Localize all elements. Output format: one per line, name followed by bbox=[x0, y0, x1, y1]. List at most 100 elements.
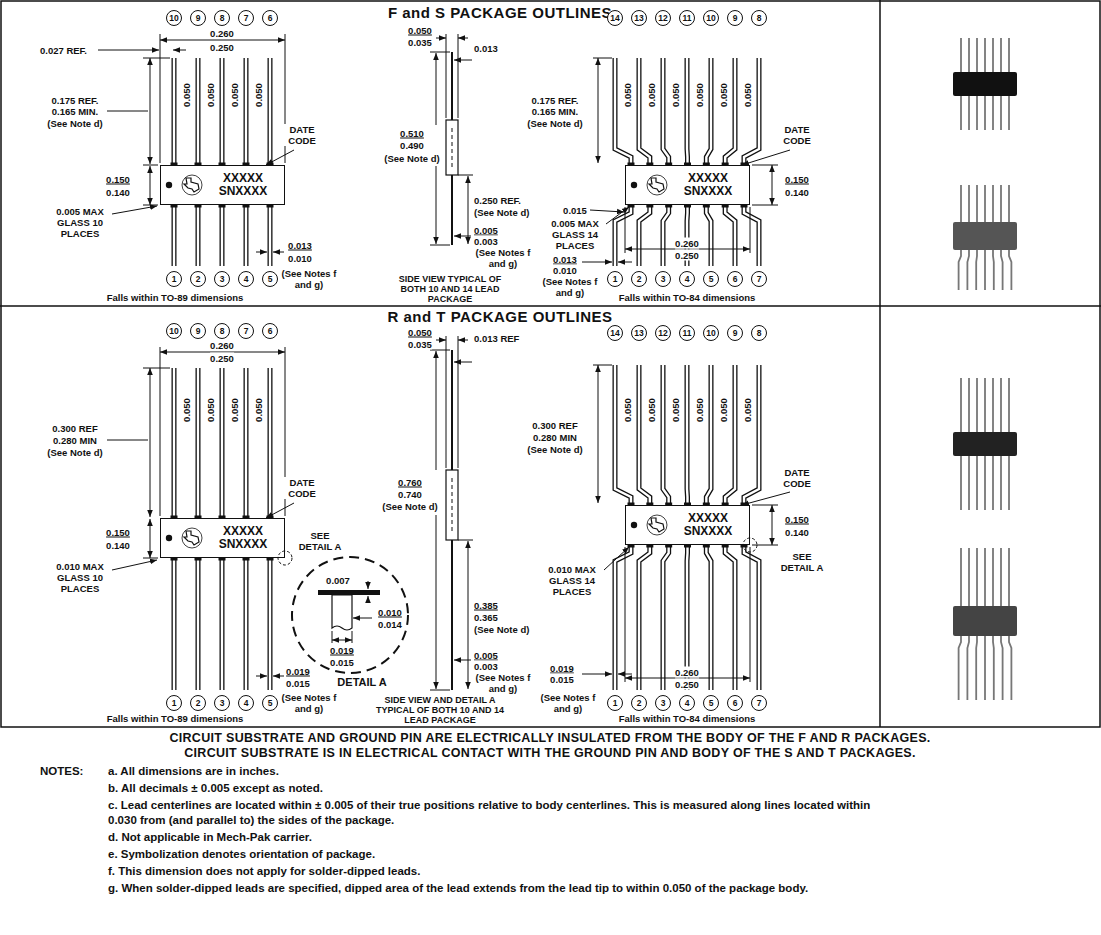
lead-outline bbox=[639, 365, 650, 505]
lead-fill bbox=[706, 58, 711, 165]
pin-number: 7 bbox=[238, 323, 254, 339]
dimension-label: 0.250 bbox=[210, 353, 234, 364]
extension-line bbox=[752, 205, 778, 206]
dimension-arrow bbox=[436, 351, 437, 470]
photo-lead bbox=[992, 636, 995, 700]
photo-lead bbox=[976, 96, 978, 130]
dimension-label: 0.007 bbox=[326, 575, 350, 586]
lead-fill bbox=[269, 368, 271, 518]
lead-fill bbox=[615, 58, 631, 165]
dimension-line bbox=[468, 176, 469, 244]
glass-seal bbox=[219, 205, 226, 208]
lead-fill bbox=[197, 558, 199, 690]
dimension-arrow bbox=[454, 236, 471, 237]
dimension-label: 0.050 bbox=[742, 398, 753, 422]
lead-outline bbox=[220, 205, 225, 266]
lead-outline bbox=[220, 58, 225, 165]
dimension-label: 0.365 bbox=[474, 612, 498, 623]
note-text: f. This dimension does not apply for sol… bbox=[108, 864, 888, 879]
dimension-arrow bbox=[436, 340, 446, 341]
dimension-line bbox=[160, 40, 285, 41]
lead-outline bbox=[196, 558, 201, 690]
dimension-label: 0.010 bbox=[378, 607, 402, 618]
dimension-label: 0.150 bbox=[106, 527, 130, 538]
lead-fill bbox=[686, 365, 689, 505]
dimension-label: 0.005 bbox=[474, 650, 498, 661]
extension-line bbox=[750, 207, 751, 253]
dimension-label: 0.010 bbox=[288, 253, 312, 264]
note-text: a. All dimensions are in inches. bbox=[108, 764, 888, 779]
glass-seal bbox=[665, 545, 672, 548]
lead-outline bbox=[196, 58, 201, 165]
dimension-label: 0.050 bbox=[408, 25, 432, 36]
callout-label: 0.010 MAX GLASS 14 PLACES bbox=[543, 564, 601, 597]
extension-line bbox=[458, 336, 459, 468]
dimension-label: 0.050 bbox=[205, 398, 216, 422]
dimension-line bbox=[772, 165, 773, 205]
extension-line bbox=[752, 505, 778, 506]
photo-lead bbox=[959, 636, 961, 700]
pin-number: 9 bbox=[190, 10, 206, 26]
photo-lead bbox=[960, 378, 962, 432]
glass-seal bbox=[243, 205, 250, 208]
photo-body bbox=[953, 606, 1017, 636]
dimension-line bbox=[598, 365, 599, 503]
dimension-arrow bbox=[458, 38, 468, 39]
callout-label: (See Notes f and g) bbox=[474, 672, 532, 694]
dimension-label: 0.050 bbox=[694, 83, 705, 107]
dimension-label: 0.015 bbox=[563, 205, 587, 216]
pin-number: 13 bbox=[631, 325, 647, 341]
side-body bbox=[446, 120, 458, 175]
pin-number: 8 bbox=[751, 10, 767, 26]
glass-seal bbox=[171, 205, 178, 208]
photo-lead bbox=[959, 250, 961, 290]
callout-label: 0.010 MAX GLASS 10 PLACES bbox=[51, 561, 109, 594]
dimension-arrow bbox=[112, 560, 157, 570]
lead-fill bbox=[706, 545, 711, 690]
pin-number: 2 bbox=[190, 695, 206, 711]
pin-number: 5 bbox=[703, 695, 719, 711]
photo-lead bbox=[984, 548, 986, 606]
logo-symbol bbox=[184, 178, 199, 192]
dimension-label: 0.260 bbox=[675, 667, 699, 678]
dimension-label: 0.050 bbox=[229, 398, 240, 422]
lead-fill bbox=[269, 58, 271, 165]
dimension-label: 0.050 bbox=[622, 398, 633, 422]
extension-line bbox=[430, 350, 450, 351]
logo-symbol bbox=[649, 518, 664, 532]
lead-fill bbox=[725, 205, 735, 266]
lead-fill bbox=[686, 58, 689, 165]
photo-lead bbox=[992, 378, 994, 432]
lead-fill bbox=[639, 365, 650, 505]
lead-outline bbox=[196, 205, 201, 266]
photo-lead bbox=[968, 96, 970, 130]
dimension-arrow bbox=[436, 166, 437, 244]
lead-outline bbox=[663, 545, 669, 690]
dimension-arrow bbox=[273, 676, 284, 677]
photo-lead bbox=[1008, 456, 1010, 510]
dimension-label: 0.165 MIN. bbox=[52, 106, 98, 117]
dimension-label: (See Note d) bbox=[384, 153, 439, 164]
pin-number: 1 bbox=[607, 271, 623, 287]
dimension-arrow bbox=[266, 503, 294, 518]
lead-outline bbox=[615, 58, 631, 165]
dimension-label: 0.510 bbox=[400, 128, 424, 139]
dimension-label: 0.005 bbox=[474, 225, 498, 236]
dimension-label: 0.250 bbox=[675, 679, 699, 690]
dimension-arrow bbox=[353, 618, 372, 619]
extension-line bbox=[143, 165, 158, 166]
pin-number: 3 bbox=[655, 695, 671, 711]
lead-outline bbox=[706, 205, 711, 266]
glass-seal bbox=[195, 205, 202, 208]
dimension-label: 0.035 bbox=[408, 37, 432, 48]
photo-lead bbox=[968, 378, 970, 432]
dimension-label: 0.050 bbox=[181, 398, 192, 422]
logo-symbol bbox=[647, 515, 667, 535]
dimension-label: 0.050 bbox=[670, 398, 681, 422]
lead-outline bbox=[706, 365, 711, 505]
lead-fill bbox=[744, 205, 759, 266]
dimension-arrow bbox=[458, 340, 468, 341]
dimension-label: 0.050 bbox=[408, 327, 432, 338]
dimension-arrow bbox=[606, 207, 629, 224]
dimension-label: (See Note d) bbox=[47, 118, 102, 129]
